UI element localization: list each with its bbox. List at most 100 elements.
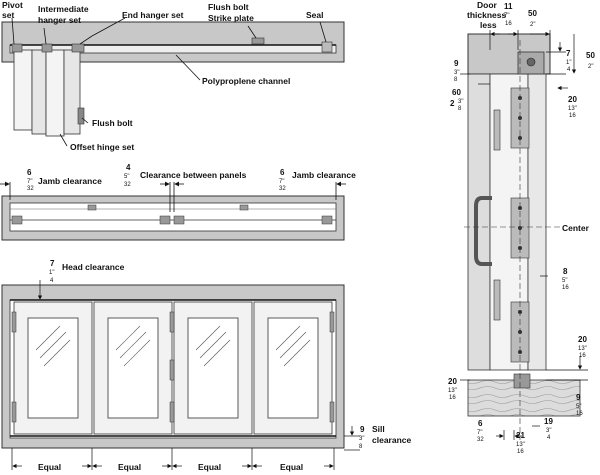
right-50-mm: 50 — [586, 51, 595, 60]
front-hinge — [329, 311, 335, 333]
d20-left-den: 16 — [449, 395, 456, 401]
section-view: Door thickness less 11 7" 16 50 2" 7 1" … — [448, 0, 595, 455]
door-glass — [27, 317, 79, 419]
folded-panel — [13, 49, 33, 131]
hanger-block — [41, 43, 53, 53]
top-50-mm: 50 — [528, 9, 537, 18]
head-label: Head clearance — [62, 262, 125, 272]
jamb-left-den: 32 — [27, 186, 34, 192]
plan-hinge — [11, 215, 23, 225]
d6-den: 32 — [477, 437, 484, 443]
d60-mm: 60 — [452, 88, 461, 97]
plan-hanger — [87, 204, 97, 211]
d60-num: 3" — [458, 99, 463, 105]
front-hinge — [11, 401, 17, 423]
pivot-set-label: set — [2, 10, 14, 20]
jamb-right-num: 7" — [279, 179, 284, 185]
d20-top-mm: 20 — [568, 95, 577, 104]
jamb-left-whole: 6 — [27, 168, 32, 177]
door-thickness-mm: 11 — [504, 2, 513, 11]
strike-plate-label: Strike plate — [208, 13, 254, 23]
d21-den: 16 — [517, 449, 524, 455]
d21-num: 13" — [516, 442, 525, 448]
equal-label: Equal — [118, 462, 141, 472]
end-hanger-set-label: End hanger set — [122, 10, 184, 20]
d19-num: 3" — [546, 428, 551, 434]
head-whole: 7 — [50, 259, 55, 268]
d9-mm: 9 — [454, 59, 459, 68]
d8-num: 5" — [562, 278, 567, 284]
folded-panel — [45, 49, 65, 137]
equal-label: Equal — [38, 462, 61, 472]
top-7-mm: 7 — [566, 49, 571, 58]
d8-den: 16 — [562, 285, 569, 291]
jamb-right-whole: 6 — [280, 168, 285, 177]
d20-top-num: 13" — [568, 106, 577, 112]
sill-label: Sill — [372, 424, 385, 434]
pivot-block — [11, 43, 23, 53]
door-thickness-label-3: less — [480, 20, 497, 30]
door-thickness-num: 7" — [504, 13, 509, 19]
door-glass — [267, 317, 319, 419]
equal-label: Equal — [198, 462, 221, 472]
plan-hinge — [173, 215, 185, 225]
top-7-den: 4 — [567, 67, 571, 73]
sill-num: 3" — [359, 436, 364, 442]
front-hinge — [329, 401, 335, 423]
front-hinge — [169, 311, 175, 333]
plan-hanger — [239, 204, 249, 211]
d20-right-den: 16 — [579, 353, 586, 359]
door-glass — [107, 317, 159, 419]
section-wall — [467, 73, 491, 371]
intermediate-label: Intermediate — [38, 4, 89, 14]
pivot-label: Pivot — [2, 0, 23, 10]
equal-label: Equal — [280, 462, 303, 472]
sill-whole: 9 — [360, 425, 365, 434]
strike-plate-block — [251, 37, 265, 45]
d19-den: 4 — [547, 435, 551, 441]
d9-right-den: 16 — [576, 411, 583, 417]
between-whole: 4 — [126, 163, 131, 172]
between-num: 5" — [124, 174, 129, 180]
folded-panel — [31, 49, 47, 135]
jamb-left-num: 7" — [27, 179, 32, 185]
d6-num: 7" — [477, 430, 482, 436]
flush-bolt-block — [77, 107, 85, 125]
intermediate-hanger-set-label: hanger set — [38, 15, 81, 25]
d20-right-num: 13" — [578, 346, 587, 352]
jamb-right-den: 32 — [279, 186, 286, 192]
section-door-leaf-2 — [527, 73, 547, 371]
top-view: Pivot set Intermediate hanger set End ha… — [1, 0, 345, 152]
front-hinge — [11, 311, 17, 333]
door-glass — [187, 317, 239, 419]
right-50-in: 2" — [588, 64, 593, 70]
plan-inner — [9, 202, 337, 232]
head-den: 4 — [50, 278, 54, 284]
floor-guide — [513, 373, 531, 389]
d20-left-num: 13" — [448, 388, 457, 394]
jamb-right-label: Jamb clearance — [292, 170, 356, 180]
flush-bolt-section — [493, 109, 501, 151]
d9-num: 3" — [454, 70, 459, 76]
plan-hinge — [159, 215, 171, 225]
d9-den: 8 — [454, 77, 458, 83]
d21-mm: 21 — [516, 431, 525, 440]
top-7-num: 1" — [566, 60, 571, 66]
hinge-screw — [518, 136, 522, 140]
flush-bolt-label: Flush bolt — [92, 118, 133, 128]
door-thickness-label-2: thickness — [467, 10, 506, 20]
seal-label: Seal — [306, 10, 324, 20]
sill-den: 8 — [359, 444, 363, 450]
d9-right-num: 5" — [576, 404, 581, 410]
d19-mm: 19 — [544, 417, 553, 426]
polypropylene-channel-label: Polyproplene channel — [202, 76, 290, 86]
head-num: 1" — [49, 270, 54, 276]
flush-bolt-top-label: Flush bolt — [208, 2, 249, 12]
center-label: Center — [562, 223, 590, 233]
d20-right-mm: 20 — [578, 335, 587, 344]
door-handle — [474, 196, 492, 266]
d8-mm: 8 — [563, 267, 568, 276]
clearance-view: 6 7" 32 Jamb clearance 4 5" 32 Clearance… — [0, 163, 356, 241]
d60-den: 8 — [458, 106, 462, 112]
between-den: 32 — [124, 182, 131, 188]
